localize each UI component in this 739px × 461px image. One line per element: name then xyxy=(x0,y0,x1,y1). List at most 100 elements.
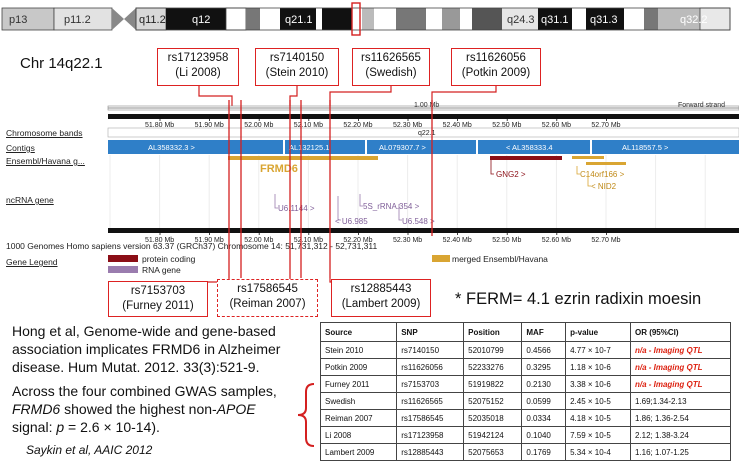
tick-label: 52.20 Mb xyxy=(343,122,372,129)
table-cell: n/a - Imaging QTL xyxy=(629,358,732,376)
centromere-left xyxy=(112,8,124,30)
snp-rsid: rs7140150 xyxy=(269,52,325,64)
nid2-gene-label: < NID2 xyxy=(591,182,617,191)
table-cell: Stein 2010 xyxy=(319,341,398,359)
tick-label: 52.60 Mb xyxy=(542,237,571,244)
apoe-name: APOE xyxy=(216,401,256,417)
legend-merged-swatch xyxy=(432,255,450,262)
band-label-q31-1: q31.1 xyxy=(541,14,569,26)
table-cell: 4.18 × 10-5 xyxy=(565,409,631,427)
col-or: OR (95%CI) xyxy=(629,322,732,342)
citation: Saykin et al, AAIC 2012 xyxy=(26,443,153,457)
tick-label: 51.80 Mb xyxy=(145,237,174,244)
centromere-right xyxy=(124,8,136,30)
region-highlight-box xyxy=(351,2,361,36)
contig-track xyxy=(108,140,739,154)
c14orf166-gene-label: C14orf166 > xyxy=(580,170,625,179)
snp-rsid: rs11626565 xyxy=(361,52,421,64)
gng2-gene-label: GNG2 > xyxy=(496,170,526,179)
table-cell: 52035018 xyxy=(463,409,523,427)
legend-rna-gene-swatch xyxy=(108,266,138,273)
track-label-ncrna[interactable]: ncRNA gene xyxy=(6,195,54,205)
tick-label: 52.10 Mb xyxy=(294,122,323,129)
snp-study: (Furney 2011) xyxy=(122,300,194,312)
results-table: Source SNP Position MAF p-value OR (95%C… xyxy=(319,322,732,461)
table-cell: rs11626056 xyxy=(396,358,465,376)
table-cell: 52010799 xyxy=(463,341,523,359)
snp-study: (Stein 2010) xyxy=(265,67,329,79)
table-cell: rs17123958 xyxy=(396,426,465,444)
tick-label: 52.50 Mb xyxy=(492,237,521,244)
band-label-p13: p13 xyxy=(9,14,27,26)
chromosome-ideogram: p13 p11.2 q11.2 q12 q21.1 q24.3 q31.1 q3… xyxy=(1,2,731,36)
contig-label: < AL358333.4 xyxy=(506,143,553,152)
scale-label: 1.00 Mb xyxy=(414,102,439,109)
legend-protein-coding-swatch xyxy=(108,255,138,262)
summary-line1: Across the four combined GWAS samples, xyxy=(12,383,277,399)
reference-line2: association implicates FRMD6 in Alzheime… xyxy=(12,341,281,357)
track-label-contigs[interactable]: Contigs xyxy=(6,143,35,153)
legend-protein-coding-label: protein coding xyxy=(142,254,196,264)
table-cell: 2.12; 1.38-3.24 xyxy=(629,426,732,444)
band-q32-shape xyxy=(658,8,700,30)
col-position: Position xyxy=(463,322,523,342)
col-maf: MAF xyxy=(521,322,567,342)
band-label-q31-3: q31.3 xyxy=(590,14,618,26)
chromosome-region-label: Chr 14q22.1 xyxy=(20,55,103,72)
table-cell: rs7153703 xyxy=(396,375,465,393)
col-pvalue: p-value xyxy=(565,322,631,342)
tick-label: 52.70 Mb xyxy=(591,237,620,244)
table-cell: 51919822 xyxy=(463,375,523,393)
table-cell: 2.45 × 10-5 xyxy=(565,392,631,410)
band-q31-1-shape xyxy=(538,8,572,30)
snp-rsid: rs17123958 xyxy=(167,52,229,64)
gene-name: FRMD6 xyxy=(12,401,61,417)
snp-position-lines xyxy=(228,100,433,278)
tick-label: 51.90 Mb xyxy=(195,237,224,244)
band-q31-3-shape xyxy=(586,8,624,30)
tick-label: 52.30 Mb xyxy=(393,122,422,129)
table-cell: 0.0334 xyxy=(521,409,567,427)
table-cell: Reiman 2007 xyxy=(319,409,398,427)
snp-connectors-top xyxy=(198,86,497,106)
tick-label: 51.90 Mb xyxy=(195,122,224,129)
table-cell: rs12885443 xyxy=(396,443,465,461)
table-cell: 52075152 xyxy=(463,392,523,410)
c14orf166-gene-bar xyxy=(586,162,626,165)
track-label-ensembl[interactable]: Ensembl/Havana g... xyxy=(6,156,85,166)
tick-label: 51.80 Mb xyxy=(145,122,174,129)
track-label-legend[interactable]: Gene Legend xyxy=(6,257,58,267)
reference-line3: disease. Hum Mutat. 2012. 33(3):521-9. xyxy=(12,359,260,375)
table-cell: Lambert 2009 xyxy=(319,443,398,461)
tick-label: 52.40 Mb xyxy=(443,237,472,244)
frmd6-gene-bar xyxy=(228,156,378,160)
bracket xyxy=(297,383,315,447)
reference-line1: Hong et al, Genome-wide and gene-based xyxy=(12,323,276,339)
contig-label: AL118557.5 > xyxy=(622,143,669,152)
ferm-footnote: * FERM= 4.1 ezrin radixin moesin xyxy=(455,290,702,308)
table-cell: 0.1040 xyxy=(521,426,567,444)
col-snp: SNP xyxy=(396,322,465,342)
tick-label: 52.30 Mb xyxy=(393,237,422,244)
strand-label: Forward strand xyxy=(678,102,725,109)
summary-line2: FRMD6 showed the highest non-APOE xyxy=(12,401,256,417)
track-label-bands[interactable]: Chromosome bands xyxy=(6,128,83,138)
band-q12-shape xyxy=(166,8,226,30)
tick-label: 52.10 Mb xyxy=(294,237,323,244)
snp-box-rs12885443: rs12885443 (Lambert 2009) xyxy=(331,279,431,317)
tick-label: 52.40 Mb xyxy=(443,122,472,129)
band-label-q21: q21.1 xyxy=(285,14,313,26)
col-source: Source xyxy=(319,322,398,342)
table-cell: rs17586545 xyxy=(396,409,465,427)
table-cell: Furney 2011 xyxy=(319,375,398,393)
table-cell: 1.69;1.34-2.13 xyxy=(629,392,732,410)
tick-label: 52.20 Mb xyxy=(343,237,372,244)
frmd6-gene-label: FRMD6 xyxy=(260,163,298,175)
table-cell: n/a - Imaging QTL xyxy=(629,341,732,359)
band-q22-label: q22.1 xyxy=(418,130,436,137)
